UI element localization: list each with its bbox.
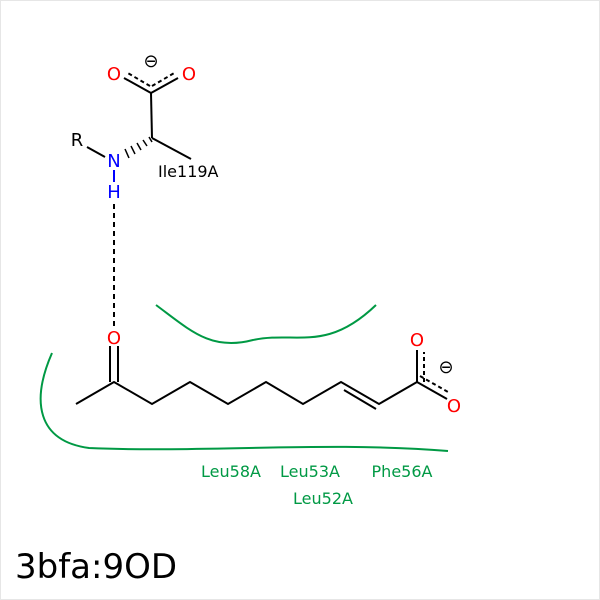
ligand-charge-symbol: ⊖: [438, 357, 453, 378]
carboxylate-bond-left: [123, 77, 152, 94]
ligand-chain: [75, 346, 449, 410]
structure-title: 3bfa:9OD: [15, 547, 178, 587]
ligand-oxygen-bottom: O: [447, 396, 461, 417]
carbon-chain: [75, 380, 418, 406]
ca-n-hashed-wedge: [124, 136, 153, 159]
nitrogen-atom: N: [107, 151, 120, 172]
residue-label-phe56a: Phe56A: [372, 462, 433, 481]
hydrophobic-arc-top: [155, 304, 377, 345]
ca-sidechain-bond: [151, 137, 192, 160]
residue-label-ile119a: Ile119A: [158, 162, 219, 181]
ile-oxygen-left: O: [107, 64, 121, 85]
residue-label-leu58a: Leu58A: [201, 462, 261, 481]
carboxylate-bond-left-dash: [125, 71, 151, 87]
r-group-label: R: [71, 130, 84, 151]
hydrophobic-arc-bottom: [39, 352, 449, 452]
alkene-double-bond: [343, 389, 377, 410]
r-n-bond: [86, 146, 106, 158]
ligand-oxygen-top: O: [410, 330, 424, 351]
residue-label-leu52a: Leu52A: [293, 489, 353, 508]
carboxylate-bond-right: [150, 77, 179, 94]
carboxylate-bond-down-dash: [419, 375, 449, 393]
residue-label-leu53a: Leu53A: [280, 462, 340, 481]
ile-charge-symbol: ⊖: [143, 51, 158, 72]
carboxylate-bond-right-dash: [151, 71, 177, 87]
c-ca-bond: [150, 92, 153, 139]
ile119a-fragment: [86, 71, 192, 160]
ketone-oxygen: O: [107, 328, 121, 349]
carboxylate-bond-down: [416, 381, 448, 400]
hydrogen-atom: H: [107, 182, 121, 203]
ile-oxygen-right: O: [182, 64, 196, 85]
